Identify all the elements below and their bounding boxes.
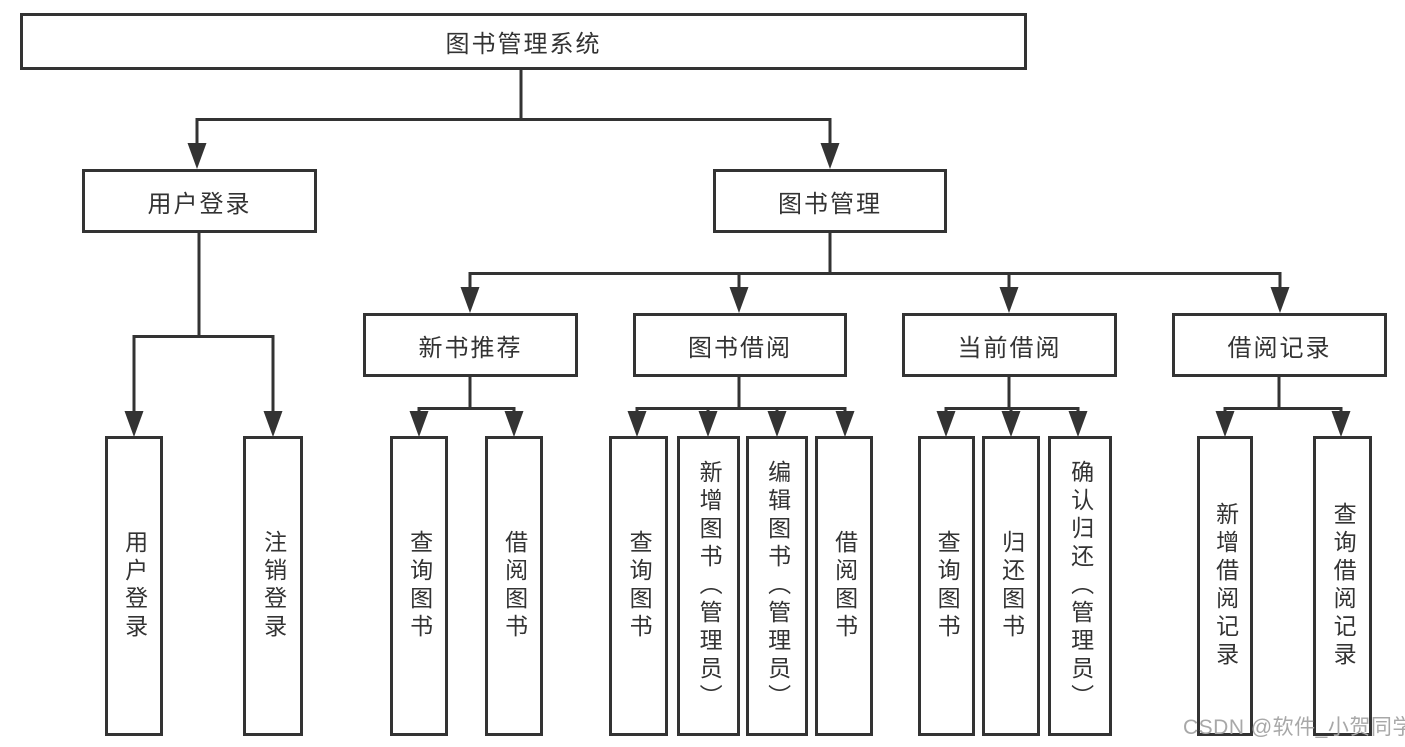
node-current-borrowing: 当前借阅 xyxy=(902,313,1117,377)
leaf-user-login: 用户登录 xyxy=(105,436,163,736)
leaf-borrow-books-recommend: 借阅图书 xyxy=(485,436,543,736)
leaf-borrow-books-borrowing-label: 借阅图书 xyxy=(831,530,858,642)
leaf-confirm-return-admin: 确认归还（管理员） xyxy=(1048,436,1112,736)
node-borrowing-records: 借阅记录 xyxy=(1172,313,1387,377)
leaf-return-books: 归还图书 xyxy=(982,436,1040,736)
leaf-add-borrow-record: 新增借阅记录 xyxy=(1197,436,1253,736)
node-root-label: 图书管理系统 xyxy=(445,31,602,58)
leaf-edit-books-admin-label: 编辑图书（管理员） xyxy=(764,460,791,712)
node-book-borrowing: 图书借阅 xyxy=(633,313,847,377)
node-book-management-label: 图书管理 xyxy=(778,190,882,218)
leaf-query-books-recommend-label: 查询图书 xyxy=(406,530,433,642)
leaf-logout: 注销登录 xyxy=(243,436,303,736)
csdn-watermark: CSDN @软件_小贺同学 xyxy=(1183,716,1405,739)
leaf-borrow-books-recommend-label: 借阅图书 xyxy=(501,530,528,642)
arrowheads xyxy=(124,143,1351,437)
leaf-query-borrow-record-label: 查询借阅记录 xyxy=(1330,502,1357,670)
connector-paths xyxy=(132,70,1343,413)
node-new-book-recommend-label: 新书推荐 xyxy=(418,334,523,362)
leaf-query-books-borrowing-label: 查询图书 xyxy=(626,530,653,642)
leaf-add-borrow-record-label: 新增借阅记录 xyxy=(1212,502,1239,670)
node-current-borrowing-label: 当前借阅 xyxy=(957,334,1062,362)
leaf-logout-label: 注销登录 xyxy=(260,530,287,642)
leaf-user-login-label: 用户登录 xyxy=(121,530,148,642)
leaf-query-books-recommend: 查询图书 xyxy=(390,436,448,736)
node-new-book-recommend: 新书推荐 xyxy=(363,313,578,377)
leaf-query-borrow-record: 查询借阅记录 xyxy=(1313,436,1372,736)
leaf-query-books-current: 查询图书 xyxy=(918,436,975,736)
leaf-edit-books-admin: 编辑图书（管理员） xyxy=(746,436,808,736)
node-user-login-label: 用户登录 xyxy=(147,190,252,218)
leaf-add-books-admin-label: 新增图书（管理员） xyxy=(696,460,723,712)
node-book-management: 图书管理 xyxy=(713,169,947,233)
node-borrowing-records-label: 借阅记录 xyxy=(1227,334,1332,362)
leaf-query-books-borrowing: 查询图书 xyxy=(609,436,668,736)
leaf-confirm-return-admin-label: 确认归还（管理员） xyxy=(1067,460,1094,712)
leaf-borrow-books-borrowing: 借阅图书 xyxy=(815,436,873,736)
node-book-borrowing-label: 图书借阅 xyxy=(688,334,792,362)
leaf-return-books-label: 归还图书 xyxy=(998,530,1025,642)
node-user-login: 用户登录 xyxy=(82,169,317,233)
node-root: 图书管理系统 xyxy=(20,13,1027,70)
leaf-query-books-current-label: 查询图书 xyxy=(934,530,961,642)
leaf-add-books-admin: 新增图书（管理员） xyxy=(677,436,740,736)
